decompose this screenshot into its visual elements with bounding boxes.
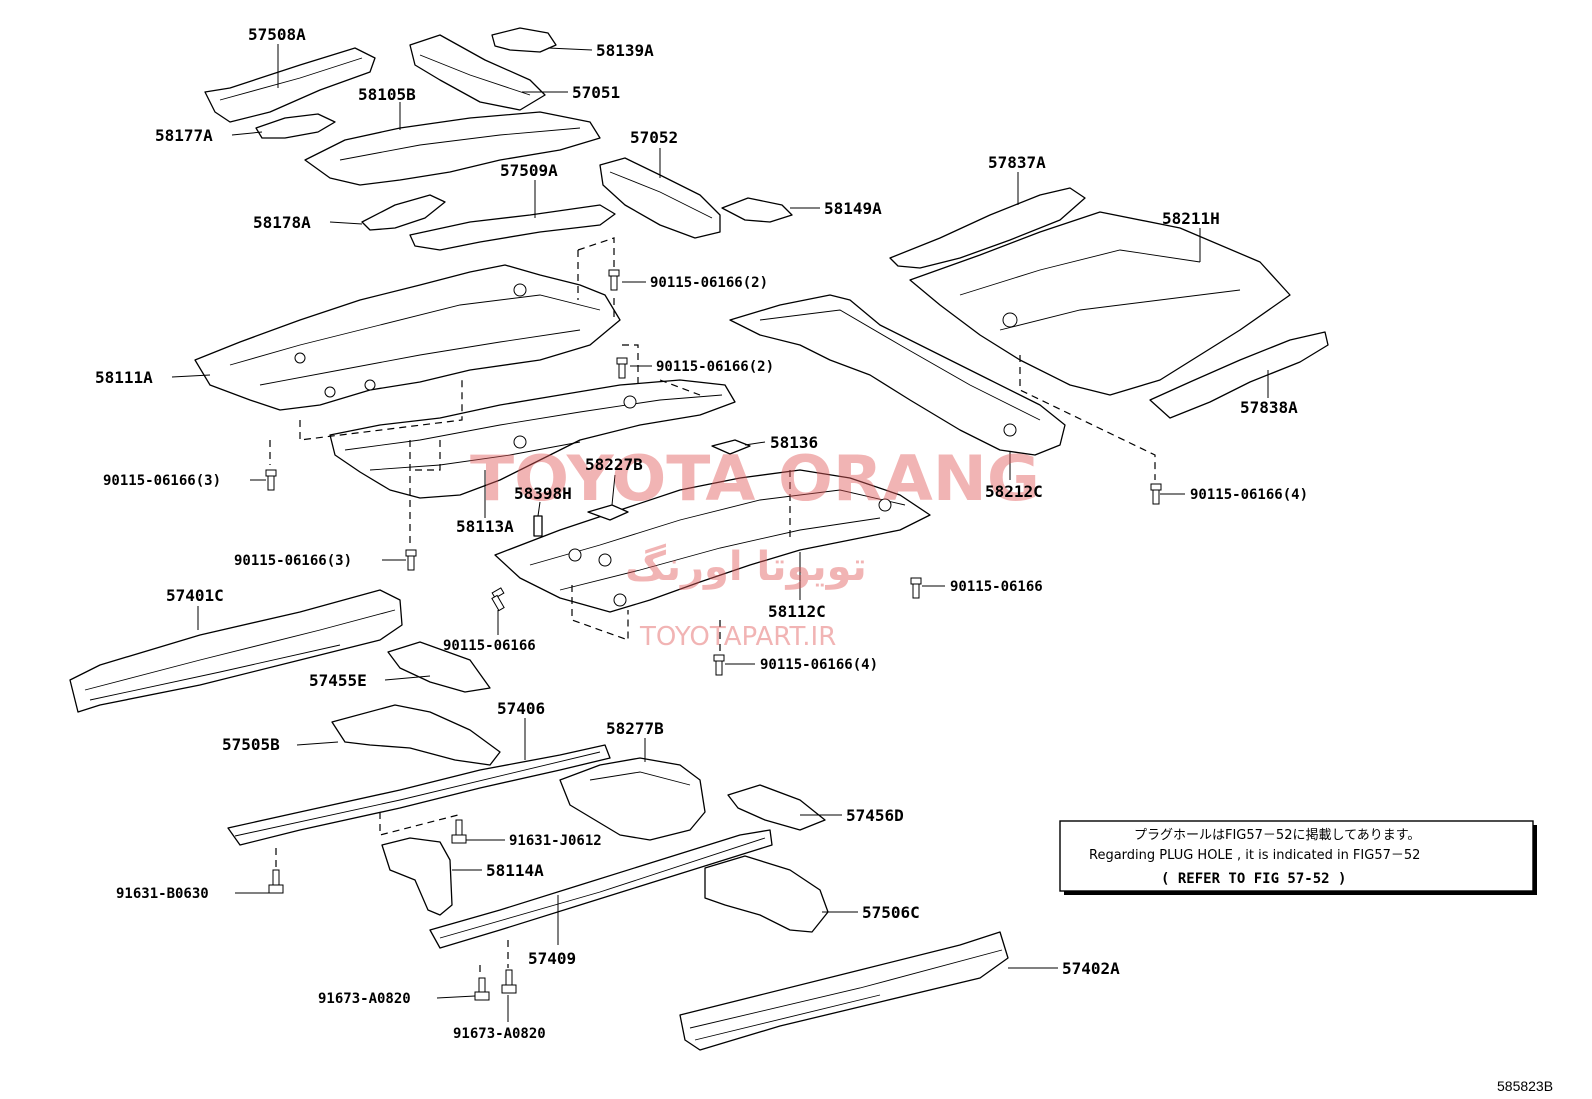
part-57401C [69,589,403,713]
label-58112C: 58112C [768,602,826,621]
part-57509A [409,204,616,251]
part-57506C [704,855,829,933]
bolt-90115-06166-3-left [265,469,277,491]
part-58177A [255,113,336,139]
assembly-lines [269,237,1156,975]
part-57406 [227,744,611,846]
part-57456D [727,784,826,831]
label-57506C: 57506C [862,903,920,922]
part-labels: 57508A 58139A 57051 58105B 58177A 57052 … [95,25,1308,1042]
part-58212C [729,294,1066,456]
label-58136: 58136 [770,433,818,452]
label-57052: 57052 [630,128,678,147]
part-57409 [429,829,773,949]
note-reference: ( REFER TO FIG 57-52 ) [1161,871,1346,887]
watermark-persian: تويوتا اورنگ [625,543,867,590]
part-57052 [599,157,721,239]
label-90115-06166-b: 90115-06166 [443,638,536,654]
part-57838A [1149,331,1329,419]
label-90115-06166-4-right: 90115-06166(4) [1190,487,1308,503]
part-57508A [204,47,376,123]
part-58398H [533,515,543,537]
part-57505B [331,704,501,766]
label-90115-06166-2-upper: 90115-06166(2) [650,275,768,291]
label-90115-06166-2-middle: 90115-06166(2) [656,359,774,375]
label-90115-06166-a: 90115-06166 [950,579,1043,595]
note-english: Regarding PLUG HOLE , it is indicated in… [1089,848,1420,863]
bolt-90115-06166-2-middle [616,357,628,379]
part-58113A [329,379,736,499]
label-57456D: 57456D [846,806,904,825]
note-box: プラグホールはFIG57－52に掲載してあります。 Regarding PLUG… [1059,820,1537,895]
figure-id: 585823B [1497,1078,1553,1094]
bolt-90115-06166-b [491,587,505,612]
part-58277B [559,757,706,841]
bolt-91673-A0820-b [501,969,517,994]
bolt-90115-06166-4-bottom [713,654,725,676]
label-90115-06166-3-center: 90115-06166(3) [234,553,352,569]
watermark-brand: TOYOTA ORANG [470,442,1040,515]
part-57837A [889,187,1086,269]
part-58139A [491,27,557,53]
part-58136 [711,439,751,455]
watermark: TOYOTA ORANG تويوتا اورنگ TOYOTAPART.IR [470,442,1040,652]
label-57838A: 57838A [1240,398,1298,417]
label-91673-A0820-b: 91673-A0820 [453,1026,546,1042]
label-58178A: 58178A [253,213,311,232]
part-57051 [409,34,546,111]
part-58227B [587,504,629,521]
note-japanese: プラグホールはFIG57－52に掲載してあります。 [1134,827,1420,843]
label-57455E: 57455E [309,671,367,690]
label-58277B: 58277B [606,719,664,738]
label-58227B: 58227B [585,455,643,474]
part-57455E [387,641,491,693]
part-57402A [679,931,1009,1051]
label-58149A: 58149A [824,199,882,218]
label-58177A: 58177A [155,126,213,145]
label-57402A: 57402A [1062,959,1120,978]
label-90115-06166-4-bottom: 90115-06166(4) [760,657,878,673]
label-58139A: 58139A [596,41,654,60]
watermark-url: TOYOTAPART.IR [639,622,836,652]
part-58111A [194,264,621,411]
part-58114A [381,837,453,916]
bolt-91673-A0820-a [474,977,490,1001]
bolt-90115-06166-a [910,577,922,599]
label-57837A: 57837A [988,153,1046,172]
label-57401C: 57401C [166,586,224,605]
label-58398H: 58398H [514,484,572,503]
bolt-91631-B0630 [268,869,284,894]
part-58105B [304,111,601,186]
label-90115-06166-3-left: 90115-06166(3) [103,473,221,489]
part-58112C [494,469,931,613]
label-57509A: 57509A [500,161,558,180]
label-58212C: 58212C [985,482,1043,501]
label-91631-B0630: 91631-B0630 [116,886,209,902]
bolt-90115-06166-4-right [1150,483,1162,505]
label-58114A: 58114A [486,861,544,880]
label-57508A: 57508A [248,25,306,44]
label-57051: 57051 [572,83,620,102]
part-58149A [721,197,793,223]
bolt-91631-J0612 [451,819,467,844]
part-58211H [909,211,1291,396]
label-58113A: 58113A [456,517,514,536]
label-57409: 57409 [528,949,576,968]
leader-lines [171,44,1269,1022]
label-58111A: 58111A [95,368,153,387]
label-58211H: 58211H [1162,209,1220,228]
label-91631-J0612: 91631-J0612 [509,833,602,849]
label-57406: 57406 [497,699,545,718]
part-58178A [361,194,446,231]
label-57505B: 57505B [222,735,280,754]
bolt-90115-06166-3-center [405,549,417,571]
bolt-90115-06166-2-upper [608,269,620,291]
label-58105B: 58105B [358,85,416,104]
label-91673-A0820-a: 91673-A0820 [318,991,411,1007]
